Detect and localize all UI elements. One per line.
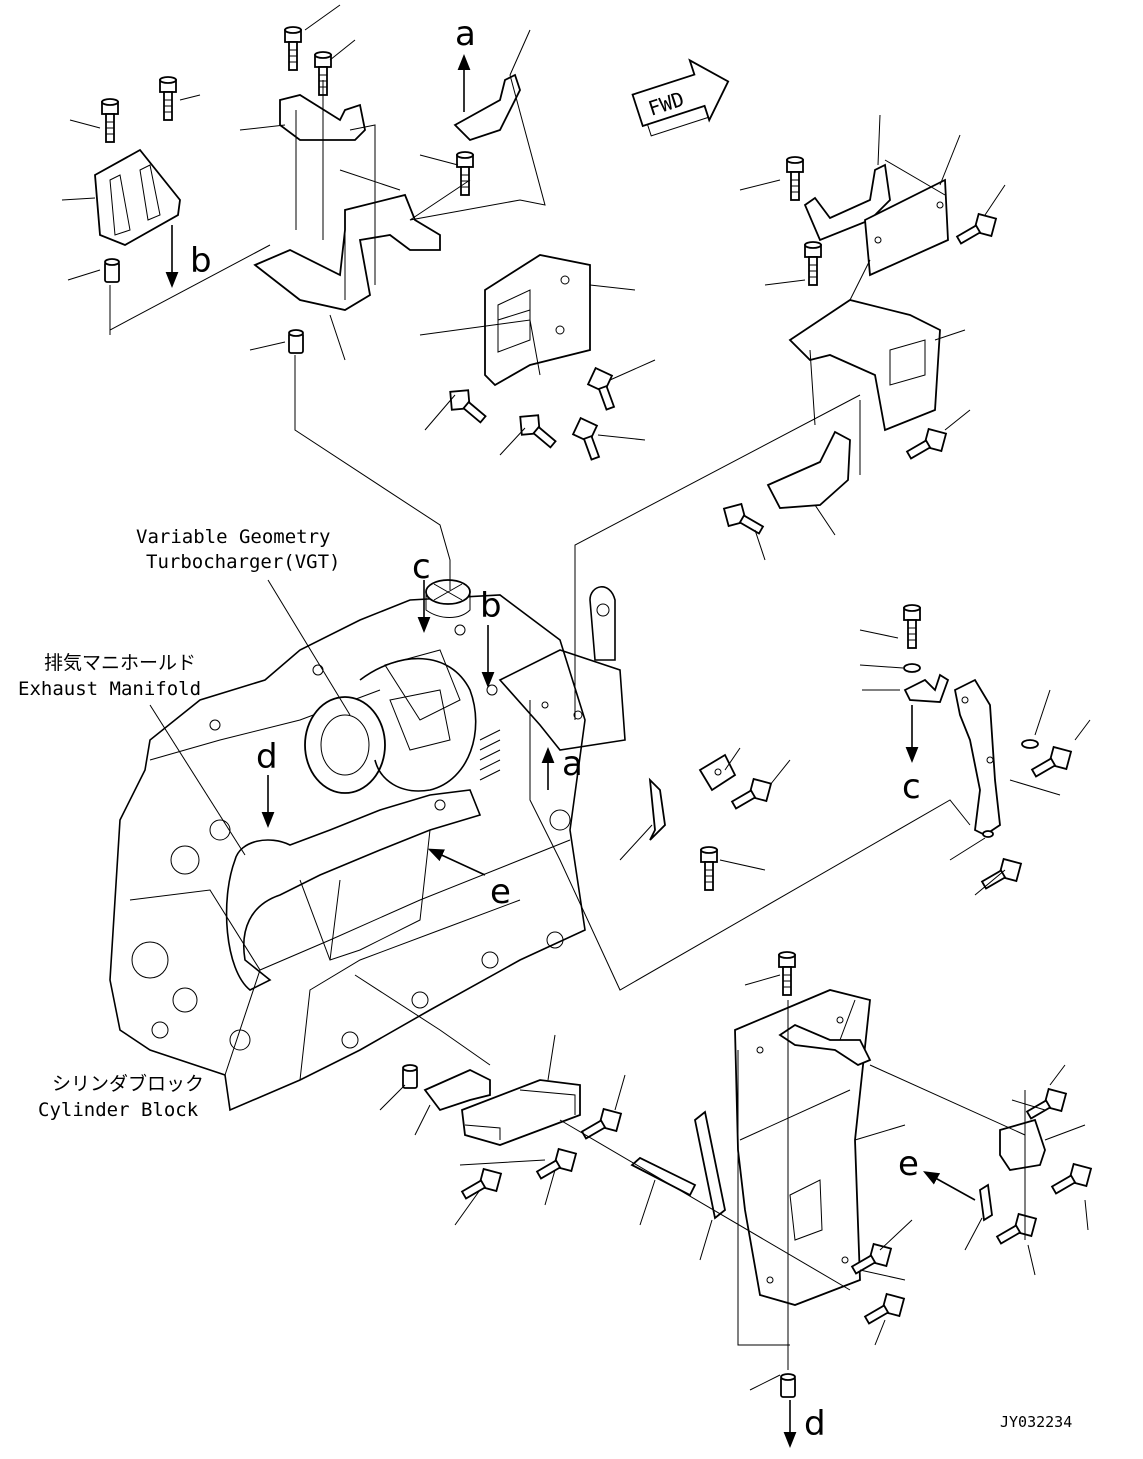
engine-assembly: [109, 579, 626, 1112]
letter-e-engine: e: [490, 872, 511, 912]
drawing-id: JY032234: [1000, 1413, 1072, 1431]
cylinder-label-en: Cylinder Block: [38, 1099, 199, 1121]
bracket-group-top-left: [61, 4, 656, 590]
vgt-leader: [267, 579, 351, 716]
letter-e-bottom: e: [898, 1144, 919, 1184]
letter-b-engine: b: [480, 586, 502, 626]
arrow-e-bottom: [923, 1171, 976, 1201]
callout-labels: Variable Geometry Turbocharger(VGT) 排気マニ…: [18, 526, 1072, 1431]
bracket-group-middle-right: [529, 604, 1091, 991]
exhaust-leader: [149, 704, 246, 856]
cylinder-label-jp: シリンダブロック: [52, 1072, 204, 1095]
vgt-label-line2: Turbocharger(VGT): [146, 551, 340, 573]
letter-c-engine: c: [412, 547, 431, 587]
arrow-e-engine: [427, 848, 486, 876]
vgt-label-line1: Variable Geometry: [136, 526, 330, 548]
exhaust-label-en: Exhaust Manifold: [18, 678, 201, 700]
letter-c-right: c: [902, 767, 921, 807]
letter-d-engine: d: [256, 737, 278, 777]
fwd-arrow-icon: FWD: [631, 58, 730, 137]
bracket-group-top-right: FWD: [574, 58, 1006, 720]
exhaust-label-jp: 排気マニホールド: [44, 652, 196, 674]
bracket-group-bottom: [354, 951, 1099, 1398]
arrow-letters: a b c d e c b a d e: [190, 14, 921, 1444]
letter-a-top: a: [455, 14, 476, 54]
direction-arrows: [165, 54, 976, 1448]
letter-b-top: b: [190, 241, 212, 281]
letter-d-bottom: d: [804, 1404, 826, 1444]
letter-a-engine: a: [562, 744, 583, 784]
